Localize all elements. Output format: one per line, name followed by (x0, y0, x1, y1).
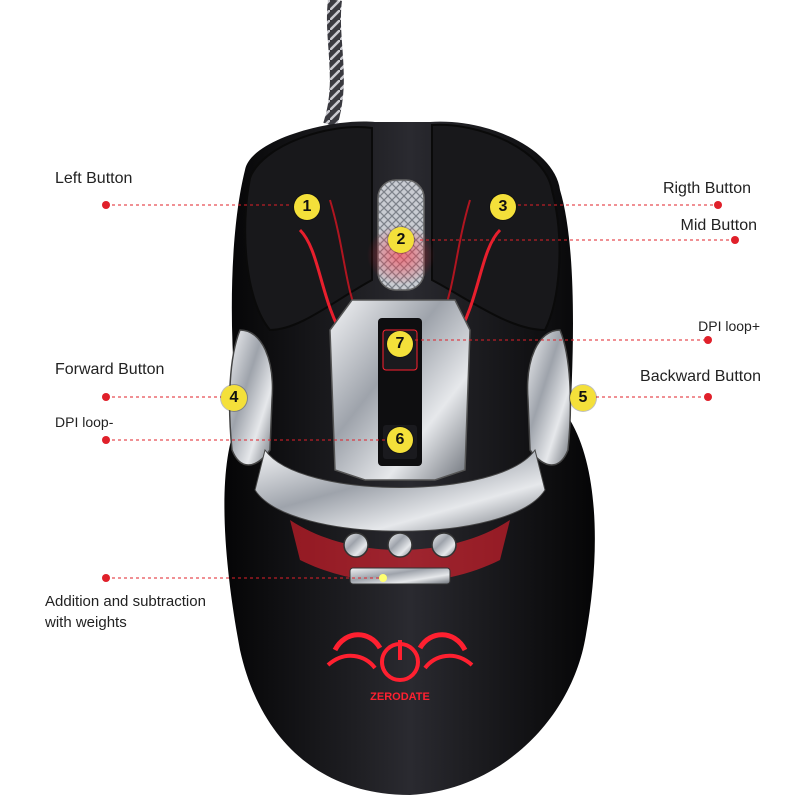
badge-backward-button: 5 (570, 385, 596, 411)
left-side-chrome (228, 329, 274, 466)
label-weights: Addition and subtraction with weights (45, 591, 235, 633)
label-backward-button: Backward Button (640, 368, 761, 385)
weight-screws (343, 532, 457, 585)
badge-right-button: 3 (490, 194, 516, 220)
label-weights-line1: Addition and subtraction (45, 593, 206, 610)
badge-dpi-up: 7 (387, 331, 413, 357)
label-left-button: Left Button (55, 170, 133, 187)
brand-logo-text: ZERODATE (370, 691, 430, 703)
label-dpi-down: DPI loop- (55, 414, 114, 430)
callout-lines (106, 204, 735, 579)
label-weights-line2: with weights (45, 614, 127, 631)
label-mid-button: Mid Button (680, 217, 757, 234)
badge-dpi-down: 6 (387, 427, 413, 453)
right-side-chrome (526, 329, 572, 466)
callout-dots (102, 201, 739, 582)
left-button-panel (244, 126, 373, 332)
badge-mid-button: 2 (388, 227, 414, 253)
brand-logo: ZERODATE (326, 632, 474, 703)
right-button-panel (431, 123, 561, 332)
badge-forward-button: 4 (221, 385, 247, 411)
lower-chrome-arch (254, 448, 546, 532)
cable (323, 0, 344, 128)
label-right-button: Rigth Button (662, 180, 751, 197)
badge-left-button: 1 (294, 194, 320, 220)
mouse-body: ZERODATE (224, 121, 595, 796)
label-forward-button: Forward Button (55, 361, 165, 378)
label-dpi-up: DPI loop+ (698, 318, 760, 334)
